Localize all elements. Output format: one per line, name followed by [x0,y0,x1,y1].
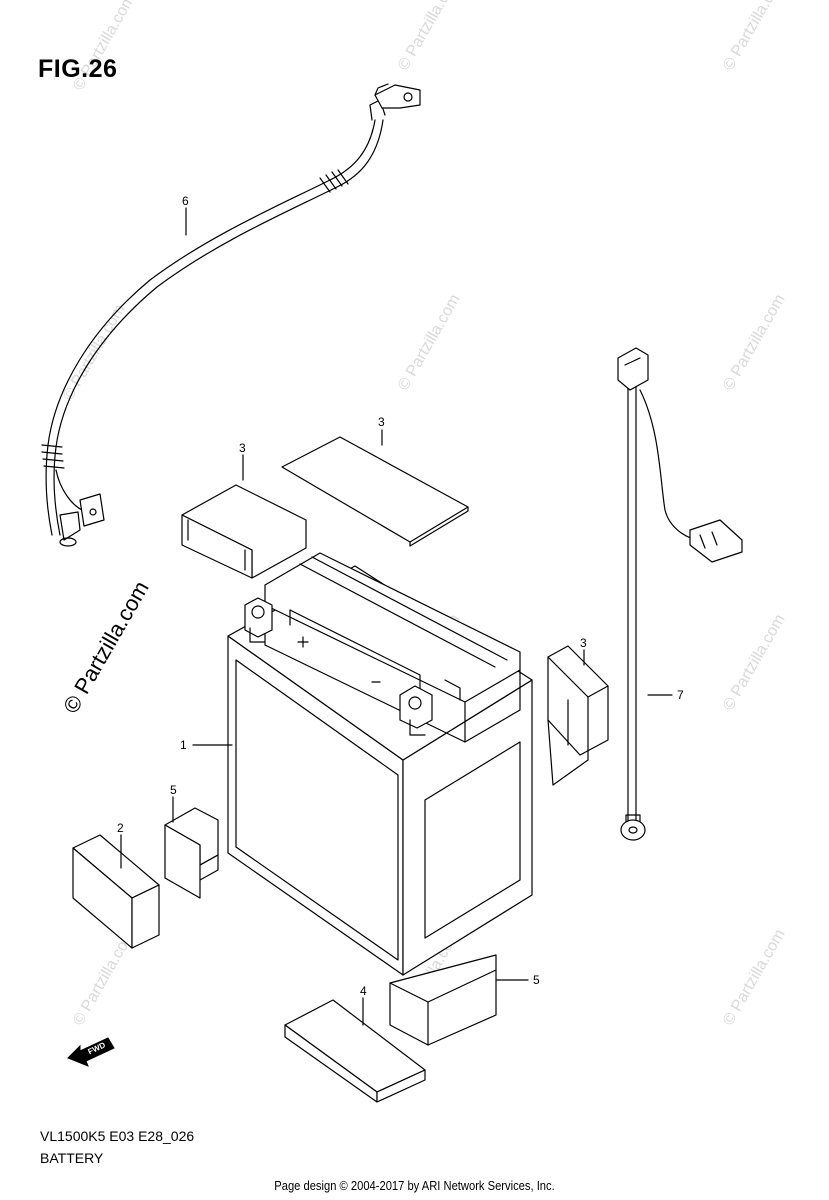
callout-3-left: 3 [239,441,246,455]
battery-cable-6 [41,83,421,547]
spacer-2 [72,834,160,949]
harness-7 [617,347,743,841]
figure-title: FIG.26 [38,55,118,83]
callout-5-bottom: 5 [533,973,540,987]
spacer-5-left [164,807,219,899]
page-footer: Page design © 2004-2017 by ARI Network S… [274,1178,555,1193]
section-name: BATTERY [40,1150,104,1166]
callout-5-left: 5 [170,783,177,797]
callout-3-right: 3 [580,636,587,650]
spacer-5-bottom [389,954,497,1046]
pad-3-right [547,645,609,786]
callout-1: 1 [180,738,187,752]
callout-3-top: 3 [378,415,385,429]
callout-4: 4 [360,984,367,998]
battery-1 [227,552,533,976]
callout-2: 2 [117,821,124,835]
leader-lines [120,207,673,1026]
callout-6: 6 [182,194,189,208]
fwd-arrow-icon: FWD [67,1037,115,1067]
pad-3-top [281,436,469,547]
pad-3-left [181,484,307,579]
callout-7: 7 [677,688,684,702]
model-code: VL1500K5 E03 E28_026 [40,1128,195,1144]
pad-4-bottom [284,999,426,1103]
